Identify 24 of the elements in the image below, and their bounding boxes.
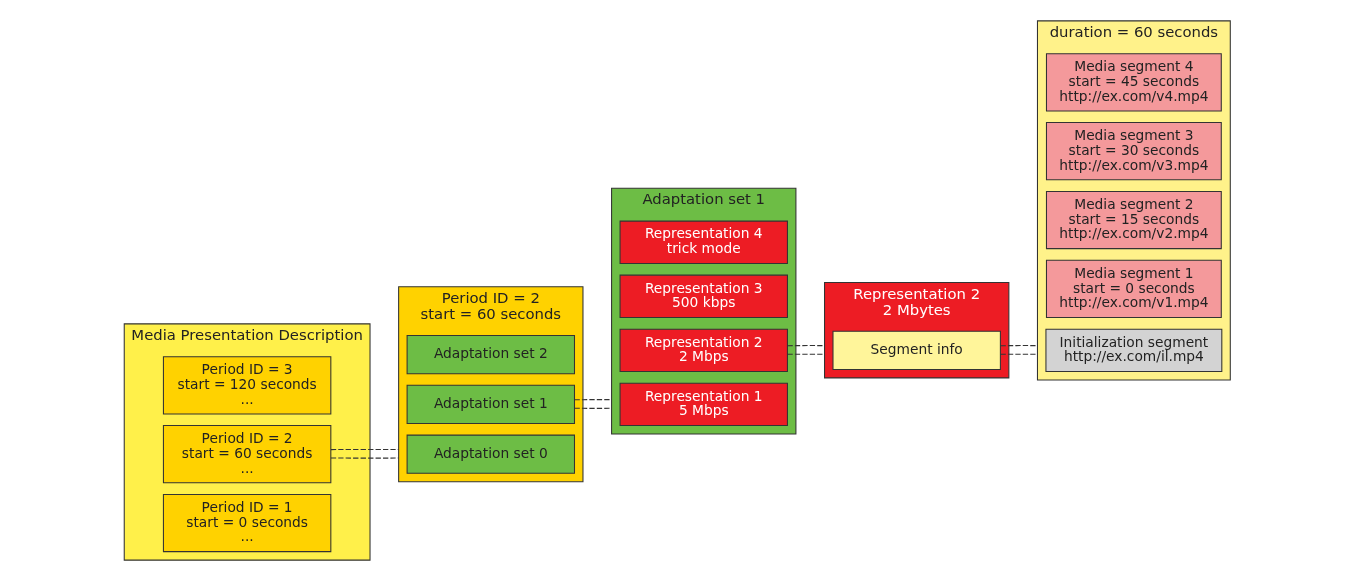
connector xyxy=(573,399,612,401)
node-box: Media segment 1 start = 0 seconds http://ex.com/v1.mp4 xyxy=(1045,259,1222,319)
node-box: Period ID = 2 start = 60 seconds ... xyxy=(162,425,331,484)
node-box: Representation 3 500 kbps xyxy=(619,274,788,319)
node-box: Period ID = 3 start = 120 seconds ... xyxy=(162,356,331,415)
node-box: Media segment 2 start = 15 seconds http://ex.com/v2.mp4 xyxy=(1045,190,1222,250)
node-box: Representation 1 5 Mbps xyxy=(619,382,788,427)
connector xyxy=(329,448,399,451)
connector xyxy=(999,353,1038,355)
node-box: Adaptation set 1 xyxy=(406,384,575,424)
connector xyxy=(573,407,612,409)
node-box: Adaptation set 2 xyxy=(406,335,575,375)
connector xyxy=(999,345,1038,347)
node-box: Representation 2 2 Mbps xyxy=(619,328,788,373)
node-box: Representation 4 trick mode xyxy=(619,220,788,264)
connector xyxy=(786,353,825,355)
node-box: Initialization segment http://ex.com/il.mp4 xyxy=(1044,328,1222,373)
node-box: Media segment 3 start = 30 seconds http://ex.com/v3.mp4 xyxy=(1045,122,1222,181)
connector xyxy=(786,345,825,347)
connector xyxy=(329,457,399,459)
node-box: Adaptation set 0 xyxy=(406,434,575,474)
node-box: Media segment 4 start = 45 seconds http://ex.com/v4.mp4 xyxy=(1045,53,1222,112)
node-box: Period ID = 1 start = 0 seconds ... xyxy=(162,493,331,553)
node-box: Segment info xyxy=(831,330,1001,370)
